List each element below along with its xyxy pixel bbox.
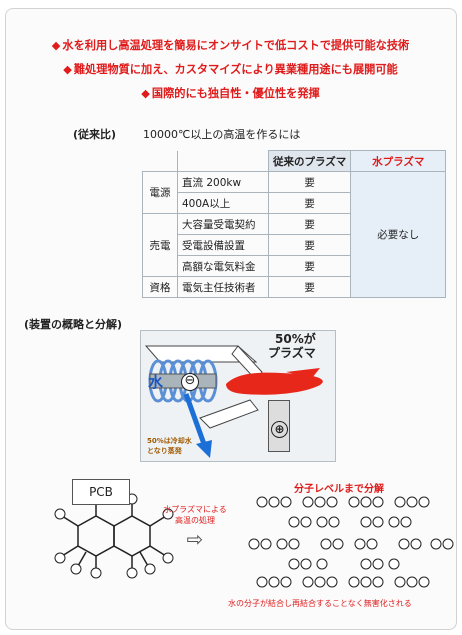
category-power: 電源 — [142, 171, 178, 214]
banner-line-1: ◆水を利用し高温処理を簡易にオンサイトで低コストで提供可能な技術 — [51, 39, 410, 52]
decomposition-title: 分子レベルまで分解 — [294, 484, 384, 495]
water-plasma-process-label: 水プラズマによる 高温の処理 ⇨ — [160, 504, 230, 551]
plasma-percentage-label: 50%が プラズマ — [268, 332, 316, 360]
comparison-label: (従来比) — [73, 128, 117, 141]
header-water-plasma: 水プラズマ — [350, 150, 447, 172]
pcb-label: PCB — [72, 479, 130, 505]
comparison-description: 10000℃以上の高温を作るには — [143, 128, 301, 141]
lower-electrode-plate — [199, 399, 259, 429]
table-row: 電源 直流 200kw 要 必要なし — [142, 171, 447, 298]
device-section-label: (装置の概略と分解) — [24, 318, 123, 331]
plus-electrode-icon: ⊕ — [271, 421, 288, 438]
minus-electrode-icon: ⊖ — [181, 373, 199, 391]
upper-electrode-plate — [144, 345, 258, 363]
banner: ◆水を利用し高温処理を簡易にオンサイトで低コストで提供可能な技術 ◆難処理物質に… — [10, 34, 451, 108]
cooling-water-label: 50%は冷却水 となり蒸発 — [147, 437, 192, 455]
comparison-table: 従来のプラズマ 水プラズマ 電源 直流 200kw 要 必要なし 400A以上 … — [142, 150, 447, 298]
banner-line-3: ◆国際的にも独自性・優位性を発揮 — [141, 87, 320, 100]
bullet-icon: ◆ — [51, 39, 61, 52]
water-label: 水 — [148, 373, 164, 391]
decomposed-molecules — [248, 496, 454, 588]
table-row: 売電 大容量受電契約 要 — [142, 213, 446, 277]
table-row: 高額な電気料金 要 — [143, 255, 446, 277]
table-header-row: 従来のプラズマ 水プラズマ — [142, 150, 447, 172]
plasma-flame — [226, 372, 323, 395]
category-license: 資格 — [142, 276, 178, 298]
right-arrow-icon: ⇨ — [186, 527, 204, 551]
bullet-icon: ◆ — [63, 63, 72, 76]
harmless-note: 水の分子が結合し再結合することなく無害化される — [228, 599, 412, 608]
bullet-icon: ◆ — [141, 87, 150, 100]
pcb-molecule — [61, 502, 167, 570]
header-conventional: 従来のプラズマ — [267, 150, 352, 172]
table-row: 資格 電気主任技術者 要 — [142, 276, 446, 298]
water-plasma-value: 必要なし — [350, 171, 447, 298]
document-frame — [5, 8, 457, 630]
table-row: 受電設備設置 要 — [143, 234, 446, 256]
banner-line-2: ◆難処理物質に加え、カスタマイズにより異業種用途にも展開可能 — [63, 63, 398, 76]
water-flow-arrow — [183, 393, 207, 445]
category-electricity: 売電 — [142, 213, 178, 277]
